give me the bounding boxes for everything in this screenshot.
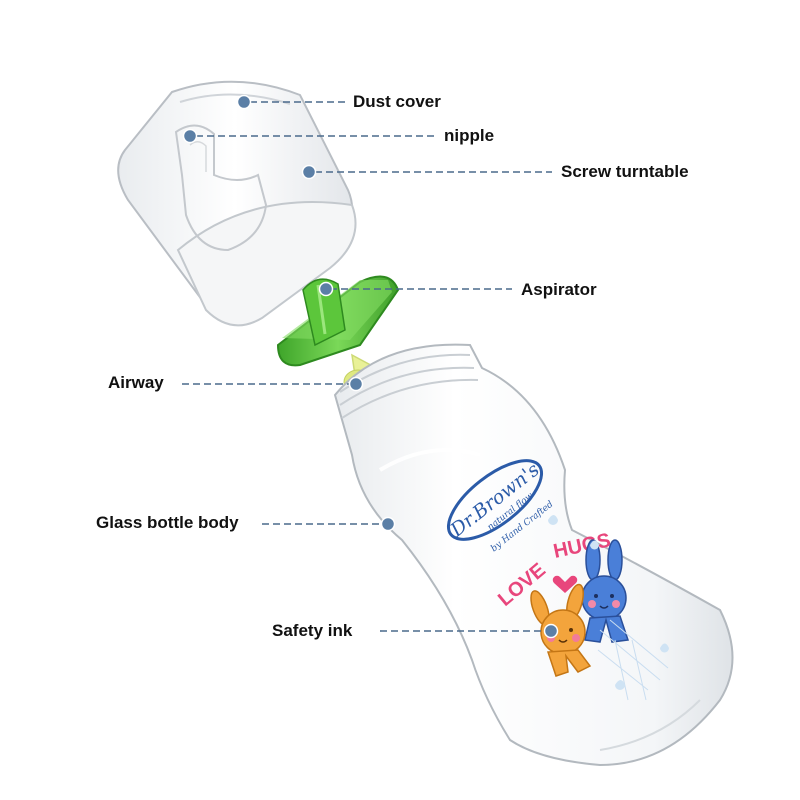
leader-lines xyxy=(182,101,552,632)
label-airway: Airway xyxy=(108,373,164,392)
bottle-grid-decoration xyxy=(597,619,669,701)
blue-bunny-icon xyxy=(581,539,630,643)
orange-bunny-icon xyxy=(530,583,592,677)
label-nipple: nipple xyxy=(444,126,495,145)
marker-dot-aspirator xyxy=(318,281,334,297)
marker-dot-airway xyxy=(348,376,364,392)
label-aspirator: Aspirator xyxy=(521,280,597,299)
marker-dots xyxy=(182,94,559,639)
label-safety-ink: Safety ink xyxy=(272,621,353,640)
label-glass-bottle-body: Glass bottle body xyxy=(96,513,239,532)
label-screw-turntable: Screw turntable xyxy=(561,162,689,181)
marker-dot-safety-ink xyxy=(543,623,559,639)
dust-cover-part xyxy=(117,80,357,327)
marker-dot-screw-turntable xyxy=(301,164,317,180)
glass-bottle-part: Dr.Brown's natural flow by Hand Crafted … xyxy=(333,343,734,767)
marker-dot-glass-bottle-body xyxy=(380,516,396,532)
heart-icon xyxy=(552,575,578,593)
marker-dot-dust-cover xyxy=(236,94,252,110)
label-dust-cover: Dust cover xyxy=(353,92,441,111)
droplet-decorations xyxy=(548,515,669,690)
marker-dot-nipple xyxy=(182,128,198,144)
